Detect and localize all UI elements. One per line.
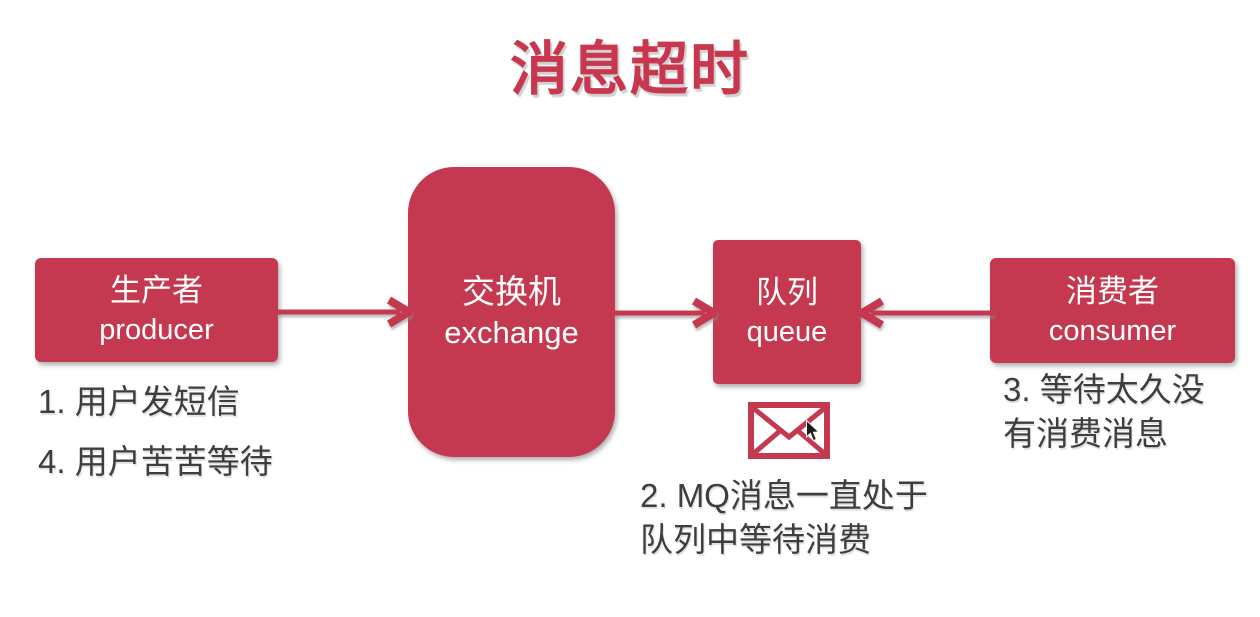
slide-title: 消息超时 (509, 37, 750, 102)
mouse-cursor-icon (806, 420, 820, 442)
producer-label-en: producer (99, 314, 214, 346)
exchange-label-zh: 交换机 (462, 273, 561, 310)
arrow-producer-to-exchange-icon (277, 296, 412, 328)
annotation-step2: 2. MQ消息一直处于 队列中等待消费 (640, 477, 928, 558)
consumer-label-en: consumer (1048, 314, 1177, 347)
exchange-label-en: exchange (444, 315, 579, 350)
annotation-step4: 4. 用户苦苦等待 (38, 443, 273, 480)
producer-node: 生产者 producer (35, 258, 278, 362)
consumer-label-zh: 消费者 (1066, 273, 1159, 309)
annotation-step3: 3. 等待太久没 有消费消息 (1003, 371, 1205, 452)
annotation-step1: 1. 用户发短信 (38, 383, 240, 420)
consumer-node: 消费者 consumer (990, 258, 1235, 363)
exchange-node: 交换机 exchange (408, 167, 615, 457)
queue-label-zh: 队列 (756, 275, 818, 310)
arrow-exchange-to-queue-icon (614, 297, 717, 329)
producer-label-zh: 生产者 (110, 273, 203, 308)
arrow-consumer-to-queue-icon (859, 297, 994, 329)
queue-label-en: queue (746, 316, 828, 348)
queue-node: 队列 queue (713, 240, 861, 384)
